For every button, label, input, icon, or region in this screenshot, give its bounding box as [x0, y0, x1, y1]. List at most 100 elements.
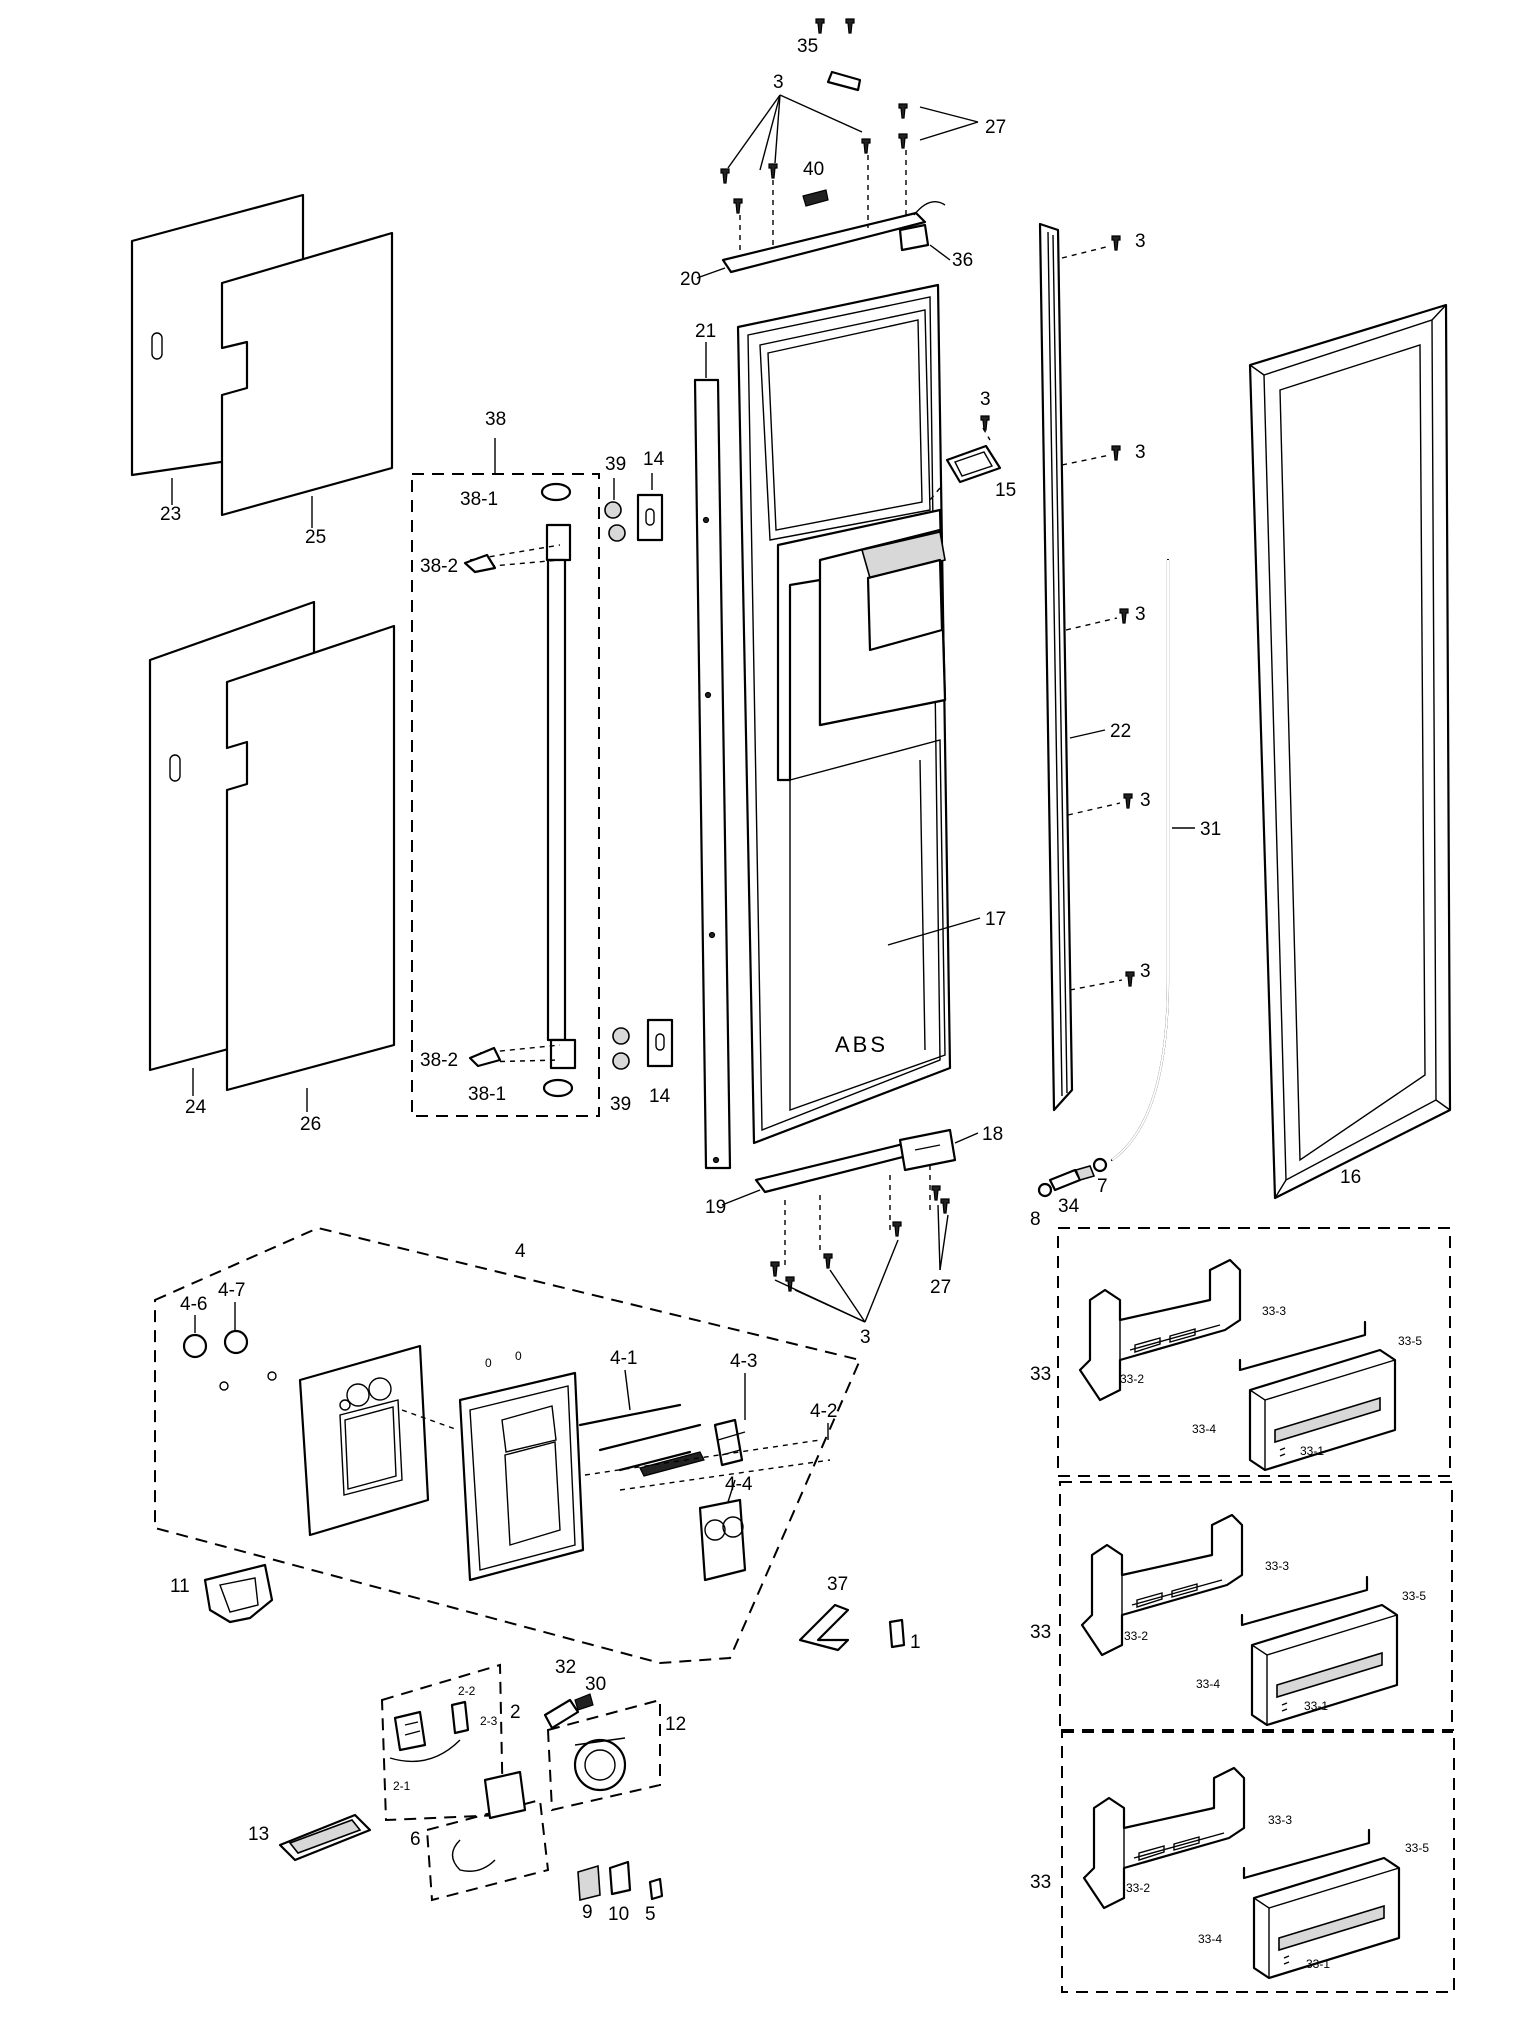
label-2: 2: [510, 1702, 521, 1723]
bracket-14-top: [636, 493, 664, 542]
label-2-3: 2-3: [480, 1714, 498, 1728]
label-5: 5: [645, 1904, 656, 1925]
svg-text:0: 0: [485, 1356, 492, 1370]
door-panel-25: [220, 231, 394, 517]
label-11: 11: [170, 1576, 190, 1597]
label-16: 16: [1340, 1167, 1361, 1188]
door-strip-21: [693, 378, 732, 1170]
label-33-c: 33: [1030, 1872, 1051, 1893]
label-33-a: 33: [1030, 1364, 1051, 1385]
switch-assembly-2: [380, 1663, 505, 1822]
label-33-3-a: 33-3: [1262, 1304, 1286, 1318]
label-25: 25: [305, 527, 326, 548]
label-38-1-bottom: 38-1: [468, 1084, 506, 1105]
bottom-hinge-18: [898, 1128, 957, 1172]
label-3-cap: 3: [980, 389, 991, 410]
label-37: 37: [827, 1574, 848, 1595]
cover-5: [648, 1877, 664, 1901]
label-4-3: 4-3: [730, 1351, 757, 1372]
door-bin-group-3: [1061, 1729, 1455, 1993]
label-33-4-b: 33-4: [1196, 1677, 1220, 1691]
top-hinge-plate-20: [721, 201, 946, 274]
label-8: 8: [1030, 1209, 1041, 1230]
label-4-6: 4-6: [180, 1294, 207, 1315]
label-33-2-c: 33-2: [1126, 1881, 1150, 1895]
label-27-bottom: 27: [930, 1277, 951, 1298]
motor-4-4: [698, 1498, 747, 1582]
label-4: 4: [515, 1241, 526, 1262]
label-21: 21: [695, 321, 716, 342]
label-10: 10: [608, 1904, 629, 1925]
grille-9: [577, 1864, 601, 1902]
handle-37: [798, 1603, 850, 1652]
label-33-4-a: 33-4: [1192, 1422, 1216, 1436]
label-33-4-c: 33-4: [1198, 1932, 1222, 1946]
label-38: 38: [485, 409, 506, 430]
dispenser-front-panel: [298, 1344, 430, 1537]
lever-4-1: [578, 1403, 702, 1472]
bushing-39-top: [604, 501, 626, 542]
label-36: 36: [952, 250, 973, 271]
bracket-4-3: [713, 1418, 746, 1467]
label-3-e: 3: [1140, 961, 1151, 982]
label-2-2: 2-2: [458, 1684, 476, 1698]
label-26: 26: [300, 1114, 321, 1135]
label-27-top: 27: [985, 117, 1006, 138]
lever-30: [574, 1693, 594, 1711]
label-33-2-b: 33-2: [1124, 1629, 1148, 1643]
label-33-1-a: 33-1: [1300, 1444, 1324, 1458]
door-gasket-16: [1248, 303, 1452, 1200]
label-33-3-c: 33-3: [1268, 1813, 1292, 1827]
ice-chute-11: [203, 1563, 274, 1624]
label-18: 18: [982, 1124, 1003, 1145]
label-31: 31: [1200, 819, 1221, 840]
label-14-bottom: 14: [649, 1086, 671, 1107]
door-liner-17: ABS: [736, 283, 952, 1145]
label-3-a: 3: [1135, 231, 1146, 252]
label-40: 40: [803, 159, 824, 180]
door-bin-group-2: [1059, 1481, 1453, 1733]
label-17: 17: [985, 909, 1006, 930]
label-15: 15: [995, 480, 1016, 501]
label-14-top: 14: [643, 449, 665, 470]
label-4-2: 4-2: [810, 1401, 837, 1422]
label-20: 20: [680, 269, 701, 290]
module-6: [425, 1770, 550, 1902]
switch-10: [608, 1860, 632, 1896]
label-34: 34: [1058, 1196, 1080, 1217]
label-23: 23: [160, 504, 181, 525]
label-39-top: 39: [605, 454, 626, 475]
label-32: 32: [555, 1657, 576, 1678]
label-33-5-b: 33-5: [1402, 1589, 1426, 1603]
label-33-b: 33: [1030, 1622, 1051, 1643]
label-4-1: 4-1: [610, 1348, 637, 1369]
label-33-1-b: 33-1: [1304, 1699, 1328, 1713]
label-13: 13: [248, 1824, 269, 1845]
label-3-b: 3: [1135, 442, 1146, 463]
label-33-5-c: 33-5: [1405, 1841, 1429, 1855]
label-33-5-a: 33-5: [1398, 1334, 1422, 1348]
label-35: 35: [797, 36, 818, 57]
dispenser-assembly-4: [154, 1226, 862, 1665]
label-9: 9: [582, 1902, 593, 1923]
cap-4-7: [223, 1329, 249, 1355]
label-24: 24: [185, 1097, 207, 1118]
label-39-bottom: 39: [610, 1094, 631, 1115]
abs-material-mark: ABS: [835, 1032, 888, 1057]
ice-motor-12: [546, 1698, 661, 1812]
label-22: 22: [1110, 721, 1131, 742]
label-3-top: 3: [773, 72, 784, 93]
drip-tray-13: [278, 1813, 372, 1862]
handle-assembly-38: [411, 438, 600, 1117]
label-38-2-bottom: 38-2: [420, 1050, 458, 1071]
lever-32: [543, 1698, 580, 1730]
bracket-14-bottom: [646, 1018, 674, 1068]
label-4-7: 4-7: [218, 1280, 245, 1301]
svg-text:0: 0: [515, 1349, 522, 1363]
label-6: 6: [410, 1829, 421, 1850]
hinge-cover-35: [826, 70, 862, 92]
label-4-4: 4-4: [725, 1474, 753, 1495]
clip-1: [888, 1618, 906, 1649]
gasket-strip-22: [1038, 222, 1074, 1112]
